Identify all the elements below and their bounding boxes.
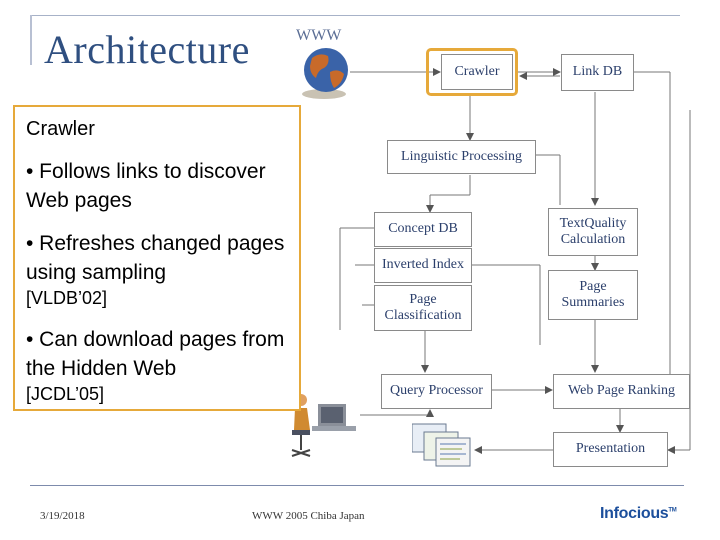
callout-bullet: • Refreshes changed pages using sampling… [26, 229, 296, 309]
www-label: WWW [296, 27, 342, 44]
crawler-callout: Crawler • Follows links to discover Web … [13, 105, 301, 411]
footer-conference: WWW 2005 Chiba Japan [252, 510, 365, 522]
link-db-node: Link DB [561, 54, 634, 91]
crawler-node: Crawler [441, 54, 513, 90]
globe-icon [302, 48, 348, 99]
logo-trademark: TM [668, 507, 677, 514]
logo-text: Infocious [600, 505, 669, 522]
callout-bullet-text: • Follows links to discover Web pages [26, 160, 266, 212]
crawler-highlight [426, 48, 518, 96]
inverted-index-node: Inverted Index [374, 248, 472, 283]
page-classification-node: Page Classification [374, 285, 472, 331]
callout-bullet-ref: [JCDL’05] [26, 384, 105, 404]
user-at-computer-icon [291, 394, 356, 457]
callout-title: Crawler [26, 118, 95, 140]
text-quality-node: TextQuality Calculation [548, 208, 638, 256]
query-processor-node: Query Processor [381, 374, 492, 409]
page-title: Architecture [44, 27, 250, 72]
footer-rule [30, 485, 684, 486]
callout-bullet: • Follows links to discover Web pages [26, 157, 296, 215]
footer-date: 3/19/2018 [40, 510, 85, 522]
callout-bullet-text: • Can download pages from the Hidden Web [26, 328, 285, 380]
presentation-node: Presentation [553, 432, 668, 467]
callout-bullet: • Can download pages from the Hidden Web… [26, 325, 296, 405]
result-screens-icon [412, 423, 471, 467]
concept-db-node: Concept DB [374, 212, 472, 247]
page-summaries-node: Page Summaries [548, 270, 638, 320]
infocious-logo: InfociousTM [600, 505, 677, 523]
callout-bullet-ref: [VLDB’02] [26, 288, 108, 308]
left-rule [30, 15, 32, 65]
web-page-ranking-node: Web Page Ranking [553, 374, 690, 409]
top-rule [30, 15, 680, 16]
callout-bullet-text: • Refreshes changed pages using sampling [26, 232, 285, 284]
linguistic-processing-node: Linguistic Processing [387, 140, 536, 174]
